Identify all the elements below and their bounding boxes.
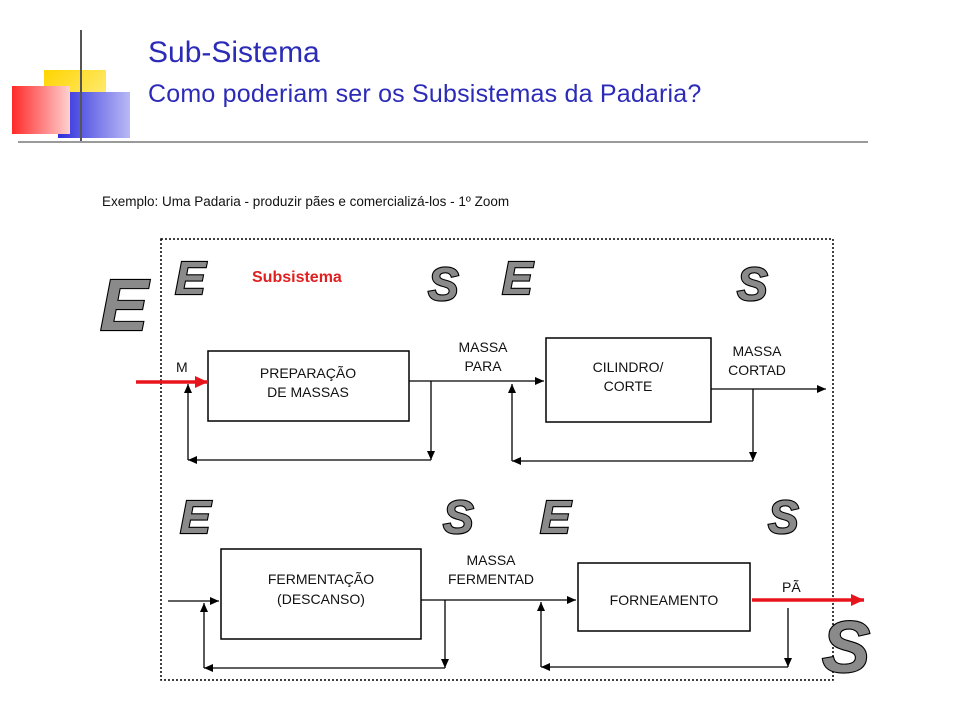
input-letter-4: E xyxy=(540,491,572,543)
process-label: DE MASSAS xyxy=(267,384,349,400)
process-label: FORNEAMENTO xyxy=(610,592,719,608)
output-letter-2: S xyxy=(737,258,768,310)
page-title: Sub-Sistema xyxy=(148,36,320,69)
process-label: FERMENTAÇÃO xyxy=(268,571,374,587)
subsystem-label: Subsistema xyxy=(252,269,342,286)
flow-label: M xyxy=(176,359,188,375)
decor-blue-square xyxy=(58,92,130,138)
process-box-fermentacao xyxy=(220,548,422,640)
flow-label: FERMENTAD xyxy=(448,571,534,587)
process-box-cilindro xyxy=(545,337,712,423)
flow-label: PARA xyxy=(464,358,502,374)
diagram-caption: Exemplo: Uma Padaria - produzir pães e c… xyxy=(102,194,510,209)
title-divider xyxy=(18,141,868,143)
flow-label: PÃ xyxy=(782,579,801,595)
process-label: CORTE xyxy=(604,378,653,394)
output-letter-1: S xyxy=(428,258,459,310)
input-letter-big: E xyxy=(100,266,150,346)
flow-label: MASSA xyxy=(466,552,516,568)
input-letter-3: E xyxy=(180,491,212,543)
process-box-forneamento xyxy=(577,562,751,632)
process-label: (DESCANSO) xyxy=(277,591,365,607)
process-box-preparacao xyxy=(207,350,410,422)
flow-label: CORTAD xyxy=(728,362,786,378)
subsystem-border xyxy=(160,238,834,681)
flow-label: MASSA xyxy=(458,339,508,355)
connectors-row-2 xyxy=(168,596,792,672)
flow-label: MASSA xyxy=(732,343,782,359)
decor-red-square xyxy=(12,86,70,134)
process-label: CILINDRO/ xyxy=(593,359,664,375)
connectors-row-1 xyxy=(184,377,826,465)
input-letter-1: E xyxy=(175,252,207,304)
process-label: PREPARAÇÃO xyxy=(260,365,356,381)
input-letter-2: E xyxy=(502,252,534,304)
output-letter-big: S xyxy=(822,608,870,688)
output-letter-3: S xyxy=(443,491,474,543)
output-letter-4: S xyxy=(768,491,799,543)
page-subtitle: Como poderiam ser os Subsistemas da Pada… xyxy=(148,80,702,108)
decor-vertical-line xyxy=(80,30,82,142)
